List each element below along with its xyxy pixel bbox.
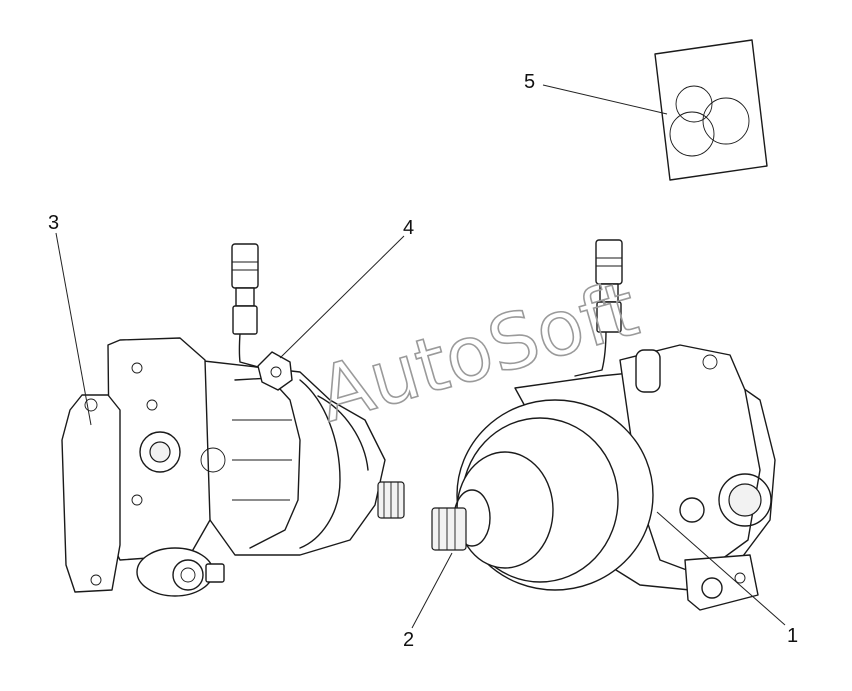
leader-line-1 <box>656 511 786 626</box>
callout-label-4: 4 <box>403 217 414 239</box>
leader-line-5 <box>542 84 668 115</box>
callout-label-2: 2 <box>403 629 414 651</box>
callout-label-3: 3 <box>48 212 59 234</box>
callout-label-1: 1 <box>787 625 798 647</box>
hydraulic-motor-right <box>431 239 776 611</box>
seal-kit-bag <box>654 39 768 181</box>
hydraulic-motor-left <box>61 243 405 597</box>
leader-lines <box>55 84 786 629</box>
leader-line-4 <box>279 235 405 359</box>
leader-line-2 <box>411 552 453 629</box>
callout-labels: 1 2 3 4 5 <box>48 71 798 651</box>
leader-line-3 <box>55 232 92 426</box>
callout-label-5: 5 <box>524 71 535 93</box>
